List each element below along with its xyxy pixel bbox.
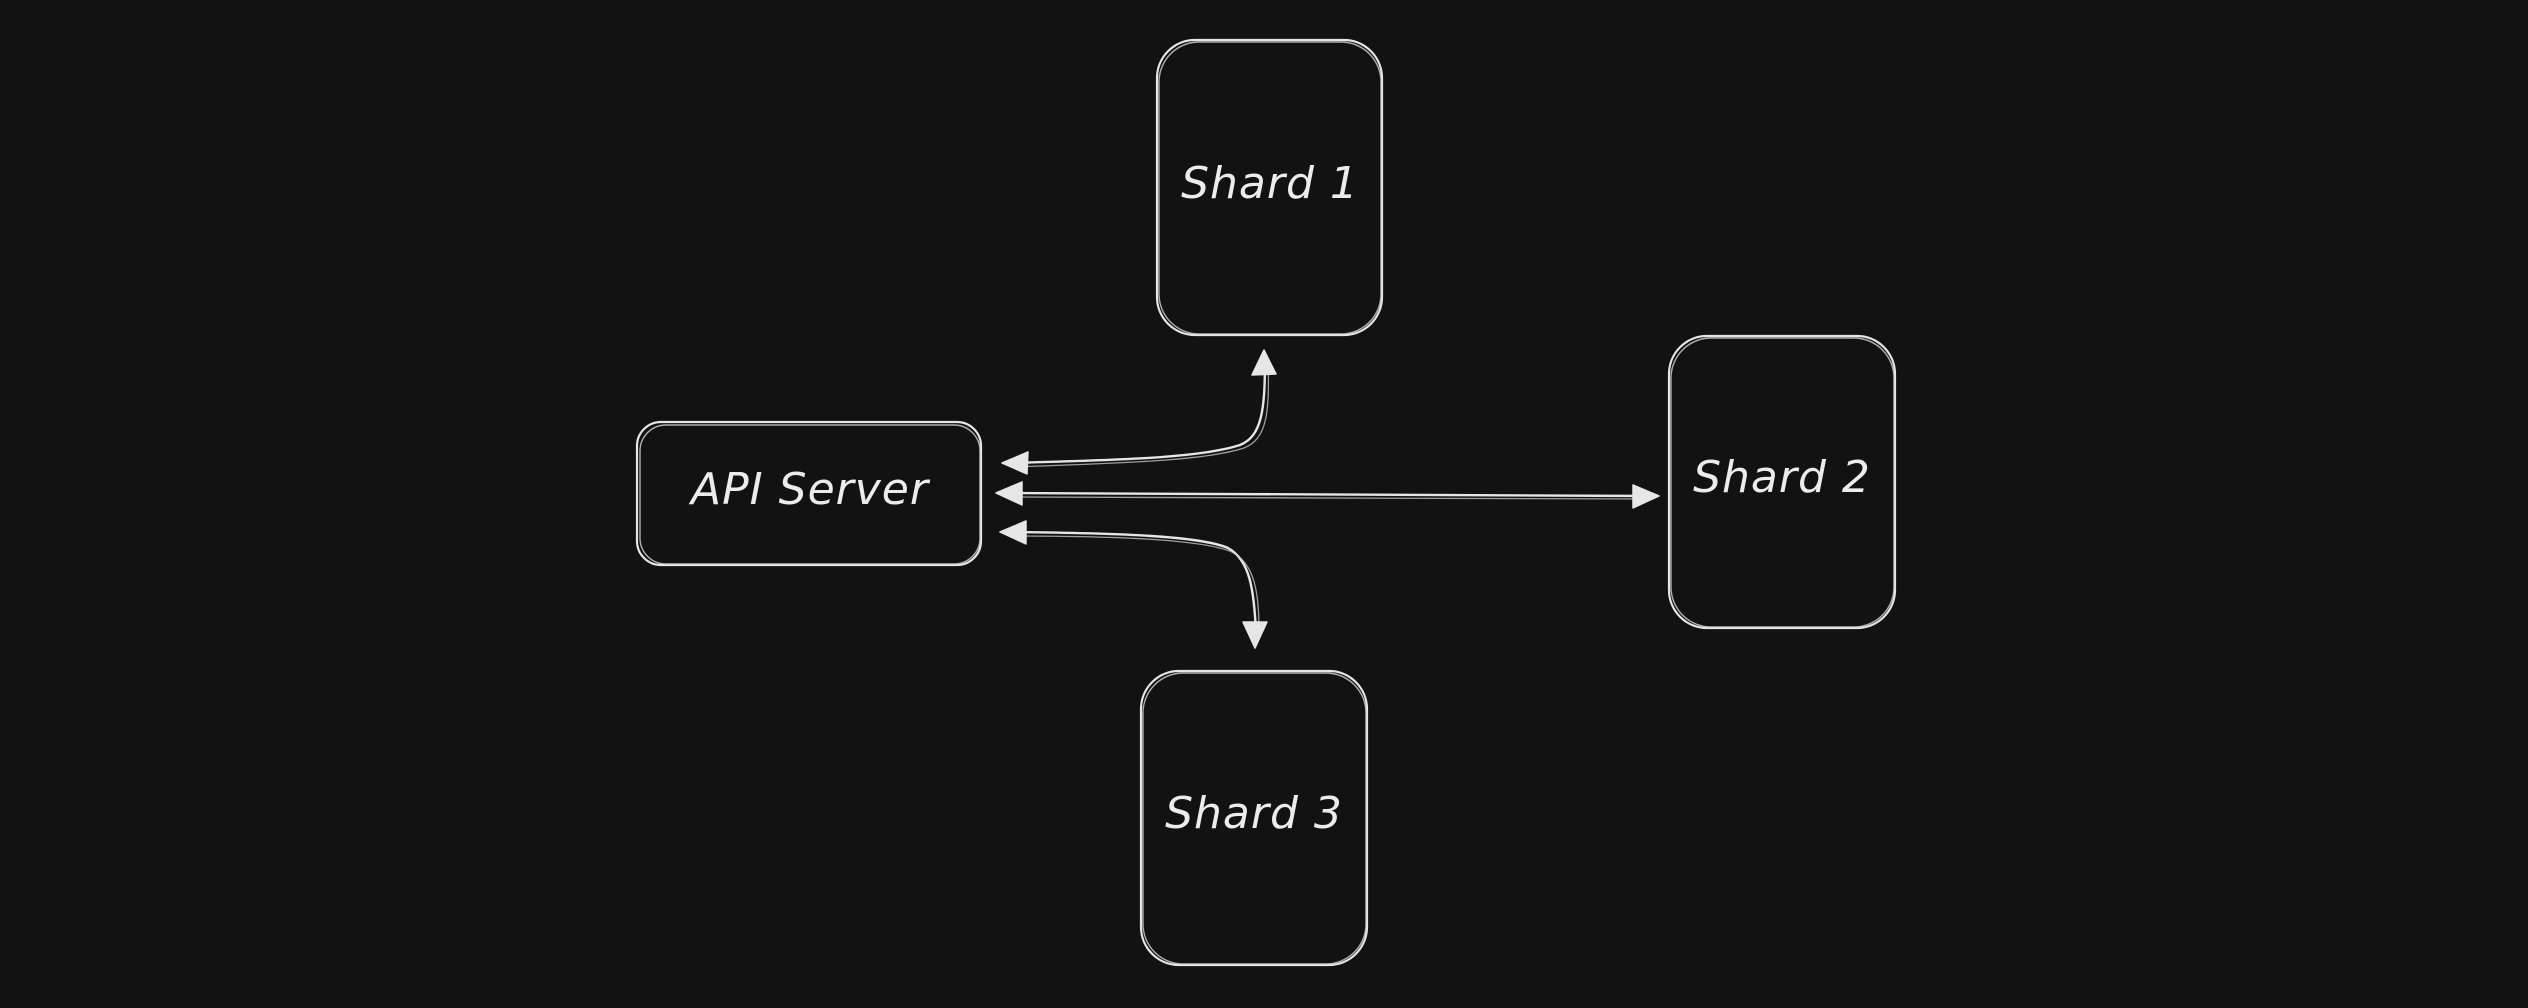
shard-2-node[interactable]: Shard 2 [1667,334,1897,630]
edge-api-shard-3 [999,520,1268,649]
edge-api-shard-2 [995,481,1660,509]
arrowhead-up-icon [1251,349,1277,376]
arrowhead-left-icon [999,520,1027,545]
arrowhead-left-icon [995,481,1023,506]
shard-1-node[interactable]: Shard 1 [1155,38,1384,337]
arrowhead-right-icon [1632,484,1660,509]
shard-2-label: Shard 2 [1693,452,1871,503]
api-server-node[interactable]: API Server [635,420,983,567]
shard-3-label: Shard 3 [1165,788,1343,839]
api-server-label: API Server [688,464,931,515]
arrowhead-left-icon [1001,451,1029,475]
shard-3-node[interactable]: Shard 3 [1139,669,1369,967]
arrowhead-down-icon [1242,621,1268,649]
edge-api-shard-1 [1001,349,1277,475]
shard-1-label: Shard 1 [1181,158,1359,209]
